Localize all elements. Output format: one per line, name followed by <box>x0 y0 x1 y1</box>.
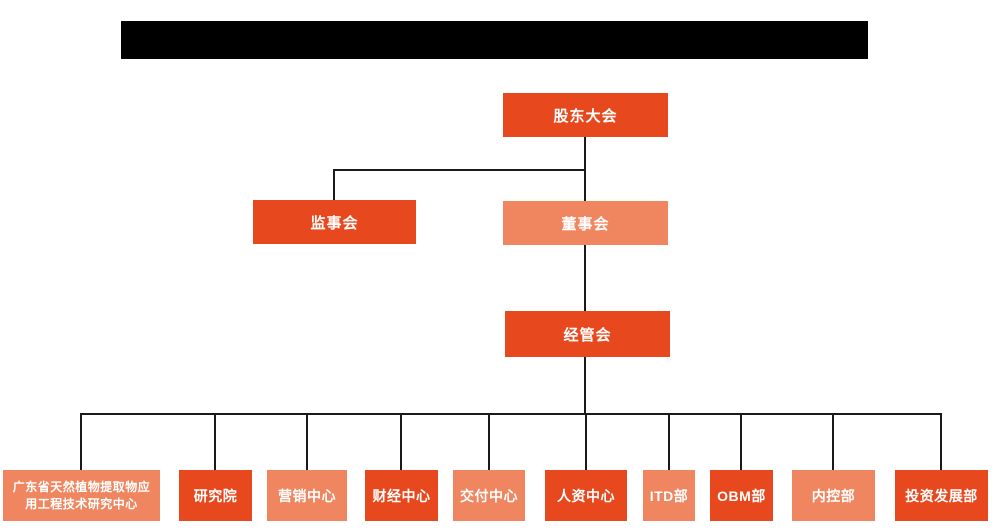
connector-dept-drop-9 <box>832 413 834 470</box>
org-node-dept-research-institute: 研究院 <box>179 470 252 521</box>
connector-dept-drop-7 <box>668 413 670 470</box>
org-node-management-committee: 经管会 <box>505 311 670 357</box>
connector-dept-drop-4 <box>400 413 402 470</box>
org-node-dept-obm: OBM部 <box>710 470 773 521</box>
org-node-dept-hr-center: 人资中心 <box>545 470 627 521</box>
org-node-dept-delivery-center: 交付中心 <box>453 470 525 521</box>
connector-dept-drop-2 <box>214 413 216 470</box>
org-node-dept-research-center: 广东省天然植物提取物应用工程技术研究中心 <box>3 470 160 521</box>
org-node-shareholders-meeting: 股东大会 <box>503 93 668 137</box>
connector-branch-horizontal <box>333 169 586 171</box>
connector-board-to-management <box>584 245 586 311</box>
org-node-board-of-directors: 董事会 <box>503 201 668 245</box>
org-node-dept-finance-center: 财经中心 <box>365 470 438 521</box>
org-node-dept-investment-development: 投资发展部 <box>895 470 988 521</box>
connector-dept-drop-10 <box>940 413 942 470</box>
org-node-supervisory-board: 监事会 <box>253 200 416 244</box>
connector-dept-drop-3 <box>306 413 308 470</box>
redacted-title-bar <box>121 21 868 59</box>
connector-departments-horizontal <box>80 413 942 415</box>
connector-dept-drop-8 <box>740 413 742 470</box>
connector-dept-drop-5 <box>488 413 490 470</box>
org-node-dept-internal-control: 内控部 <box>792 470 875 521</box>
org-node-dept-marketing-center: 营销中心 <box>267 470 347 521</box>
connector-management-down <box>584 357 586 415</box>
connector-dept-drop-6 <box>585 413 587 470</box>
connector-dept-drop-1 <box>80 413 82 470</box>
connector-supervisory-drop <box>333 169 335 200</box>
org-node-dept-itd: ITD部 <box>643 470 695 521</box>
